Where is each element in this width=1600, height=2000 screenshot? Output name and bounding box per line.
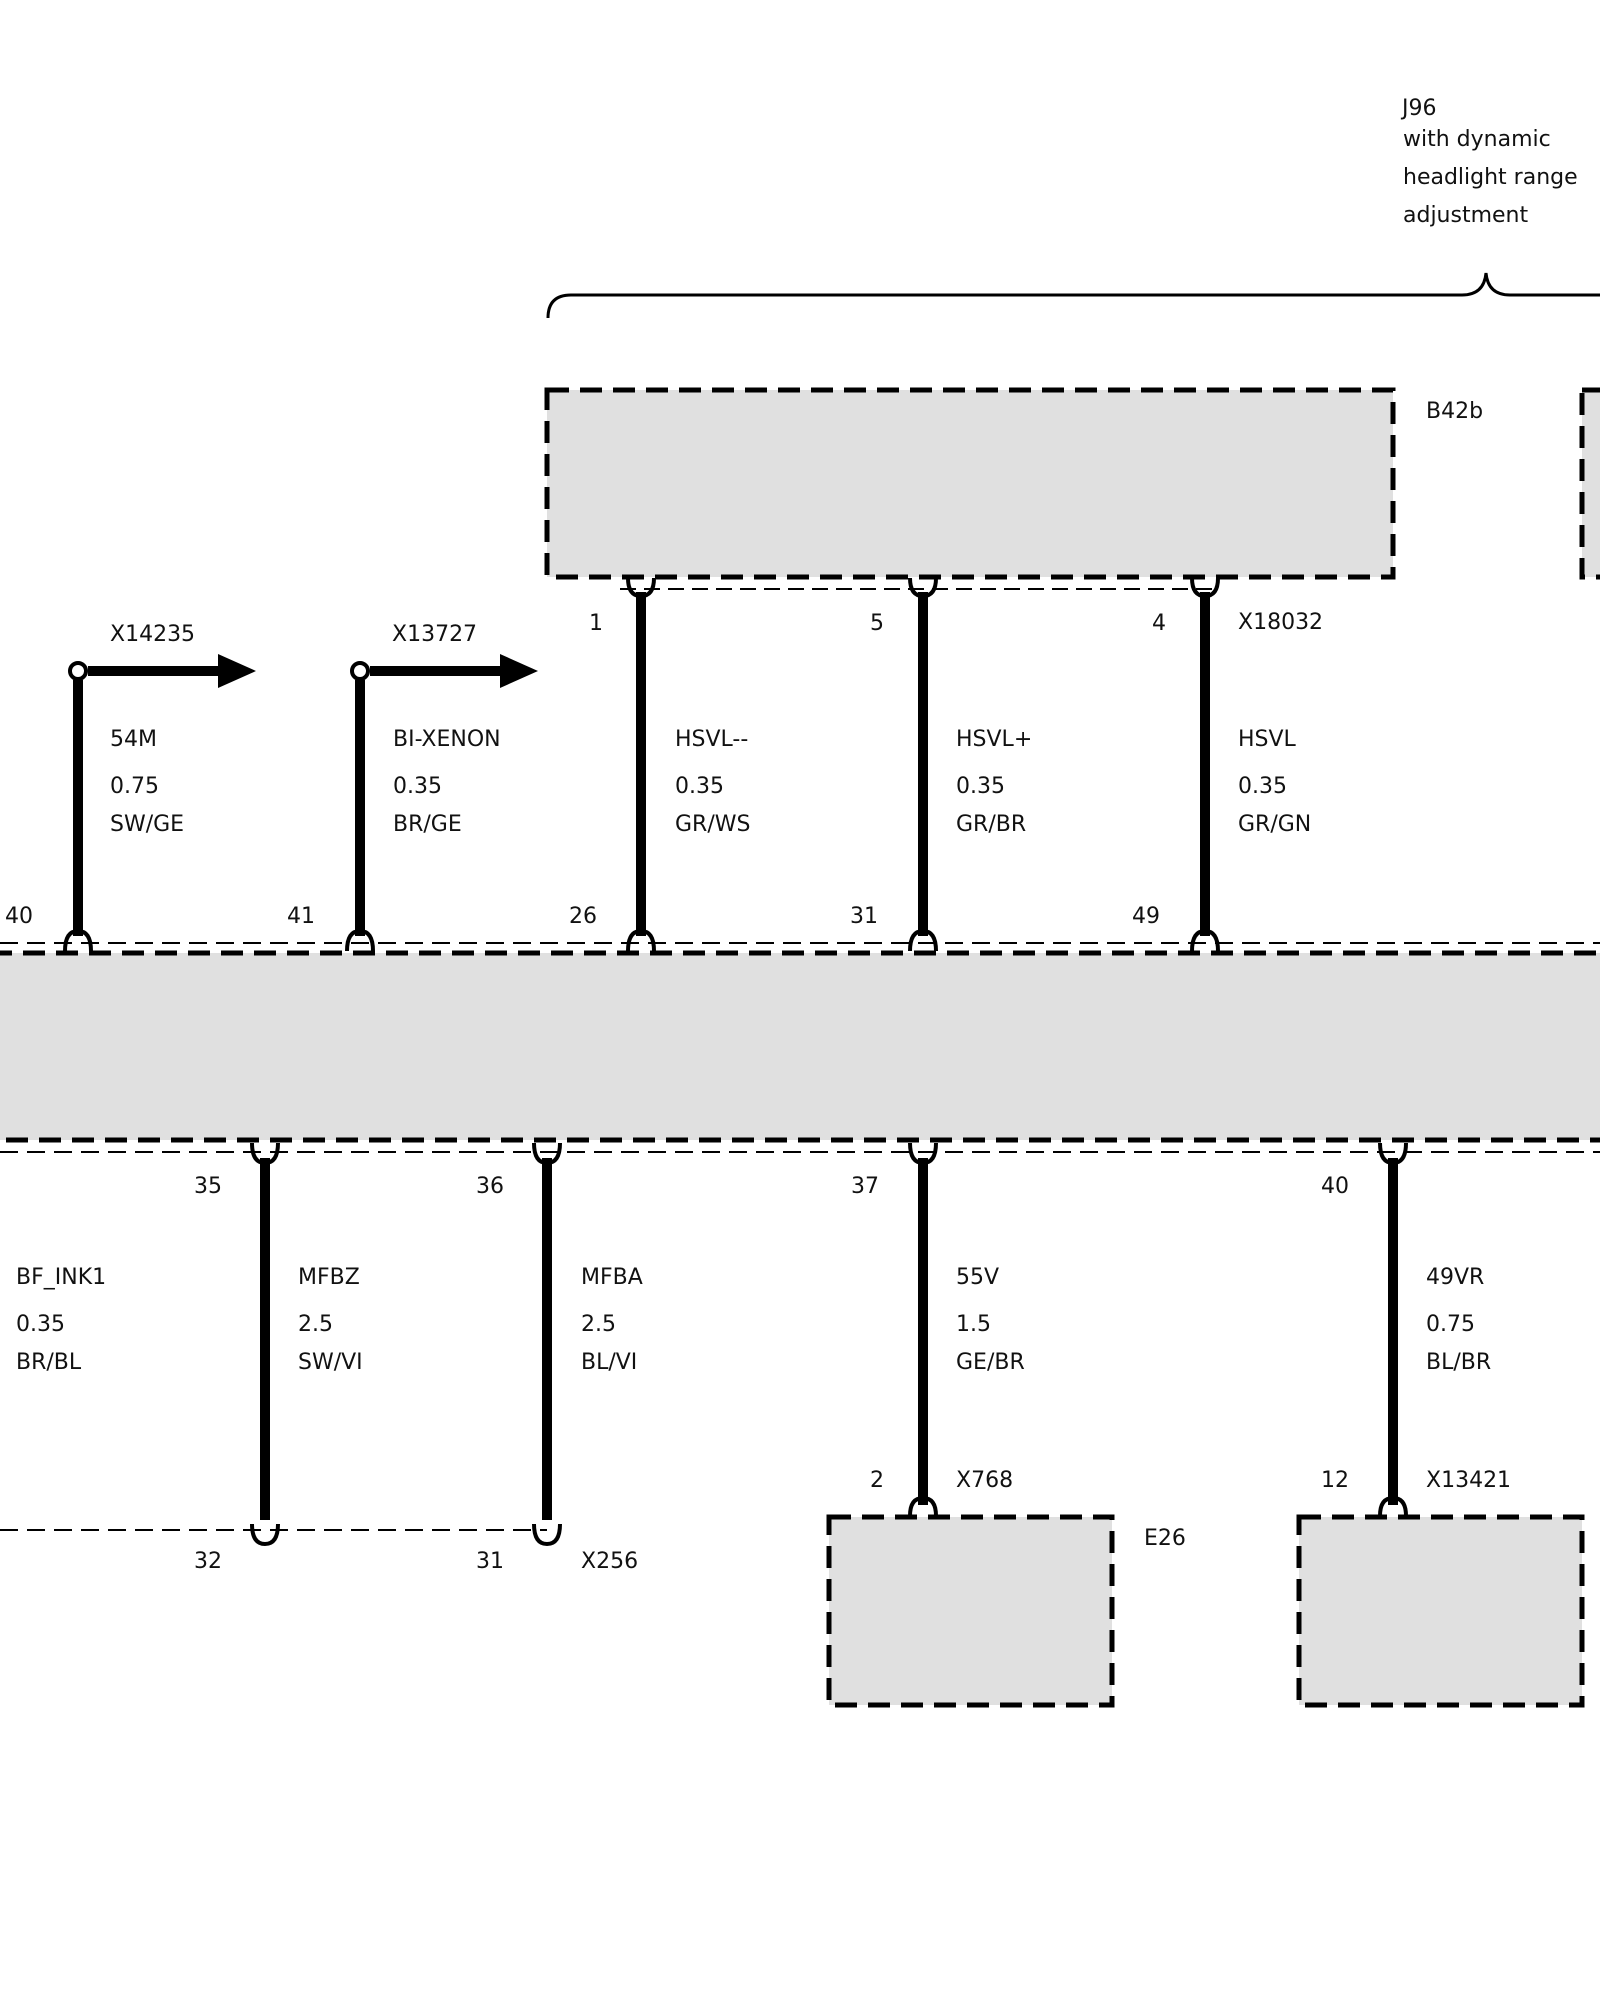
pin-hook	[626, 928, 656, 952]
b42b-connector-label: X18032	[1238, 610, 1323, 635]
wire-signal-label: MFBZ	[298, 1265, 360, 1290]
wire-signal-label: BI-XENON	[393, 727, 501, 752]
end-pin-label: 32	[194, 1549, 222, 1574]
x768-connector-label: X768	[956, 1468, 1013, 1493]
wire-signal-label: 54M	[110, 727, 157, 752]
pin-hook	[63, 928, 93, 952]
wire-color-label: SW/GE	[110, 812, 184, 837]
wire-signal-label: MFBA	[581, 1265, 643, 1290]
wire-color-label: GR/WS	[675, 812, 750, 837]
wire-color-label: GR/BR	[956, 812, 1026, 837]
connector-arrow-x14235[interactable]	[68, 654, 256, 688]
wire-gauge-label: 0.35	[956, 774, 1005, 799]
main-pin-label: 36	[476, 1174, 504, 1199]
wire-color-label: GE/BR	[956, 1350, 1025, 1375]
main-pin-label: 40	[5, 904, 33, 929]
splice-dot	[68, 661, 88, 681]
x13421-connector-label: X13421	[1426, 1468, 1511, 1493]
wire-signal-label: HSVL--	[675, 727, 748, 752]
pin-hook	[908, 1495, 938, 1517]
wire-gauge-label: 2.5	[298, 1312, 333, 1337]
wire-color-label: SW/VI	[298, 1350, 363, 1375]
pin-hook	[908, 577, 938, 599]
pin-hook	[250, 1523, 280, 1547]
wire-color-label: BL/BR	[1426, 1350, 1491, 1375]
wire-gauge-label: 0.35	[16, 1312, 65, 1337]
pin-hook	[1190, 577, 1220, 599]
wire-gauge-label: 0.35	[393, 774, 442, 799]
end-pin-label: 31	[476, 1549, 504, 1574]
wire-color-label: BR/GE	[393, 812, 462, 837]
pin-hook	[908, 928, 938, 952]
main-pin-label: 26	[569, 904, 597, 929]
group-brace	[546, 272, 1600, 319]
right-lower-end-pin-label: 12	[1321, 1468, 1349, 1493]
group-description-line-3: adjustment	[1403, 203, 1528, 228]
component-e26-label: E26	[1144, 1526, 1186, 1551]
connector-arrow-x13727[interactable]	[350, 654, 538, 688]
wire-signal-label: HSVL+	[956, 727, 1032, 752]
component-e26-box[interactable]	[826, 1514, 1115, 1708]
x256-connector-label: X256	[581, 1549, 638, 1574]
wire-gauge-label: 0.35	[1238, 774, 1287, 799]
wire-signal-label: BF_INK1	[16, 1265, 106, 1290]
component-right-lower-box[interactable]	[1296, 1514, 1585, 1708]
component-b42b-label: B42b	[1426, 399, 1483, 424]
main-pin-label: 35	[194, 1174, 222, 1199]
arrow-1-label: X14235	[110, 622, 195, 647]
e26-end-pin-label: 2	[870, 1468, 884, 1493]
group-description-line-2: headlight range	[1403, 165, 1578, 190]
b42b-pin-hsvl-minus: 1	[589, 611, 603, 636]
pin-hook	[345, 928, 375, 952]
main-pin-label: 40	[1321, 1174, 1349, 1199]
component-b42b-box[interactable]	[544, 387, 1396, 580]
main-pin-label: 41	[287, 904, 315, 929]
main-control-unit-box[interactable]	[0, 950, 1600, 1143]
arrow-2-label: X13727	[392, 622, 477, 647]
wire-gauge-label: 1.5	[956, 1312, 991, 1337]
splice-dot	[350, 661, 370, 681]
pin-hook	[250, 1142, 280, 1166]
pin-hook	[1378, 1142, 1408, 1166]
main-pin-label: 37	[851, 1174, 879, 1199]
b42b-pin-hsvl: 4	[1152, 611, 1166, 636]
wire-gauge-label: 2.5	[581, 1312, 616, 1337]
arrow-head	[218, 654, 256, 688]
component-partial-right-box[interactable]	[1579, 387, 1600, 580]
wire-signal-label: 55V	[956, 1265, 999, 1290]
b42b-pin-hsvl-plus: 5	[870, 611, 884, 636]
wire-color-label: GR/GN	[1238, 812, 1311, 837]
arrow-head	[500, 654, 538, 688]
pin-hook	[532, 1523, 562, 1547]
main-pin-label: 31	[850, 904, 878, 929]
wire-color-label: BR/BL	[16, 1350, 82, 1375]
wire-signal-label: HSVL	[1238, 727, 1297, 752]
pin-hook	[1190, 928, 1220, 952]
group-description-line-1: with dynamic	[1403, 127, 1551, 152]
wire-color-label: BL/VI	[581, 1350, 637, 1375]
wire-gauge-label: 0.35	[675, 774, 724, 799]
group-id-label: J96	[1400, 96, 1436, 121]
wire-signal-label: 49VR	[1426, 1265, 1484, 1290]
wire-gauge-label: 0.75	[110, 774, 159, 799]
pin-hook	[1378, 1495, 1408, 1517]
pin-hook	[626, 577, 656, 599]
pin-hook	[532, 1142, 562, 1166]
wire-gauge-label: 0.75	[1426, 1312, 1475, 1337]
pin-hook	[908, 1142, 938, 1166]
main-pin-label: 49	[1132, 904, 1160, 929]
